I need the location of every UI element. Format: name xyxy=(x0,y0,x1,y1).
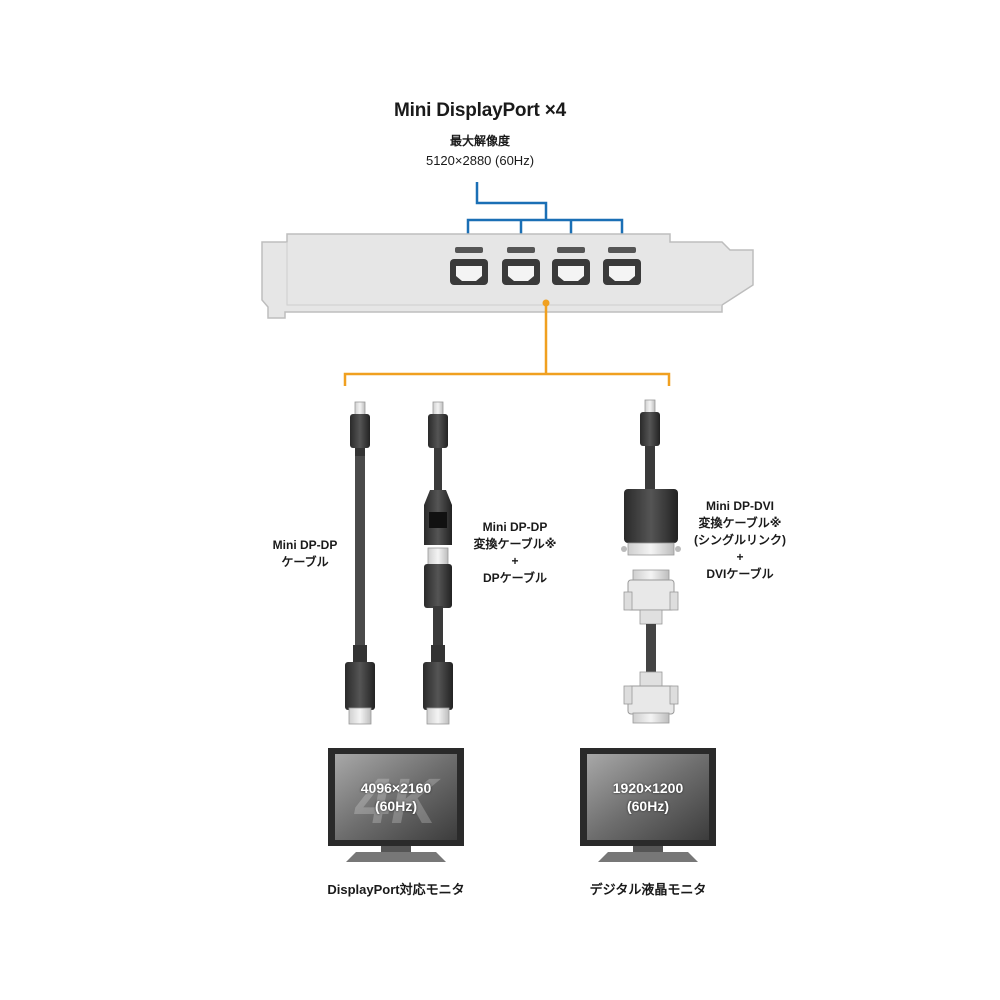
mini-dp-port-4 xyxy=(603,247,641,285)
dvi-monitor-screen-text: 1920×1200 (60Hz) xyxy=(587,779,709,815)
monitor-dvi xyxy=(580,748,716,862)
orange-connector-lines xyxy=(343,303,671,386)
mini-dp-port-2 xyxy=(502,247,540,285)
cable-minidp-dp xyxy=(345,401,375,725)
dp-monitor-refresh: (60Hz) xyxy=(374,798,417,814)
label-adapter-dvi-line3: (シングルリンク) xyxy=(694,533,786,547)
dp-monitor-screen-text: 4096×2160 (60Hz) xyxy=(335,779,457,815)
label-adapter-dp-line3: DPケーブル xyxy=(483,571,547,585)
label-adapter-dvi-plus: + xyxy=(736,550,744,564)
label-minidp-dp-line2: ケーブル xyxy=(281,555,329,569)
label-minidp-dp-line1: Mini DP-DP xyxy=(272,538,338,552)
monitor-dp: 4K xyxy=(328,748,464,862)
max-resolution-label: 最大解像度 xyxy=(449,134,510,148)
dvi-monitor-caption: デジタル液晶モニタ xyxy=(589,882,707,897)
dvi-monitor-refresh: (60Hz) xyxy=(626,798,669,814)
cable-minidp-dvi-adapter xyxy=(621,399,681,724)
4k-watermark: 4K xyxy=(353,765,442,837)
dp-monitor-resolution: 4096×2160 xyxy=(360,780,432,796)
mini-dp-port-1 xyxy=(450,247,488,285)
dvi-monitor-resolution: 1920×1200 xyxy=(612,780,684,796)
product-title: Mini DisplayPort ×4 xyxy=(394,100,566,121)
label-minidp-dp-adapter: Mini DP-DP 変換ケーブル※ + DPケーブル xyxy=(460,519,570,587)
mini-dp-ports xyxy=(450,247,641,285)
label-minidp-dp-cable: Mini DP-DP ケーブル xyxy=(250,537,360,571)
dp-monitor-caption: DisplayPort対応モニタ xyxy=(327,882,465,897)
orange-connector-dot xyxy=(542,299,550,307)
label-adapter-dp-line1: Mini DP-DP xyxy=(482,520,548,534)
max-resolution-value: 5120×2880 (60Hz) xyxy=(425,153,535,168)
label-adapter-dvi-line2: 変換ケーブル※ xyxy=(698,516,782,530)
mini-dp-port-3 xyxy=(552,247,590,285)
label-adapter-dp-line2: 変換ケーブル※ xyxy=(473,537,557,551)
label-adapter-dp-plus: + xyxy=(511,554,519,568)
cable-minidp-dp-adapter xyxy=(423,401,453,725)
label-minidp-dvi-adapter: Mini DP-DVI 変換ケーブル※ (シングルリンク) + DVIケーブル xyxy=(680,498,800,583)
label-adapter-dvi-line4: DVIケーブル xyxy=(706,567,774,581)
label-adapter-dvi-line1: Mini DP-DVI xyxy=(706,499,774,513)
